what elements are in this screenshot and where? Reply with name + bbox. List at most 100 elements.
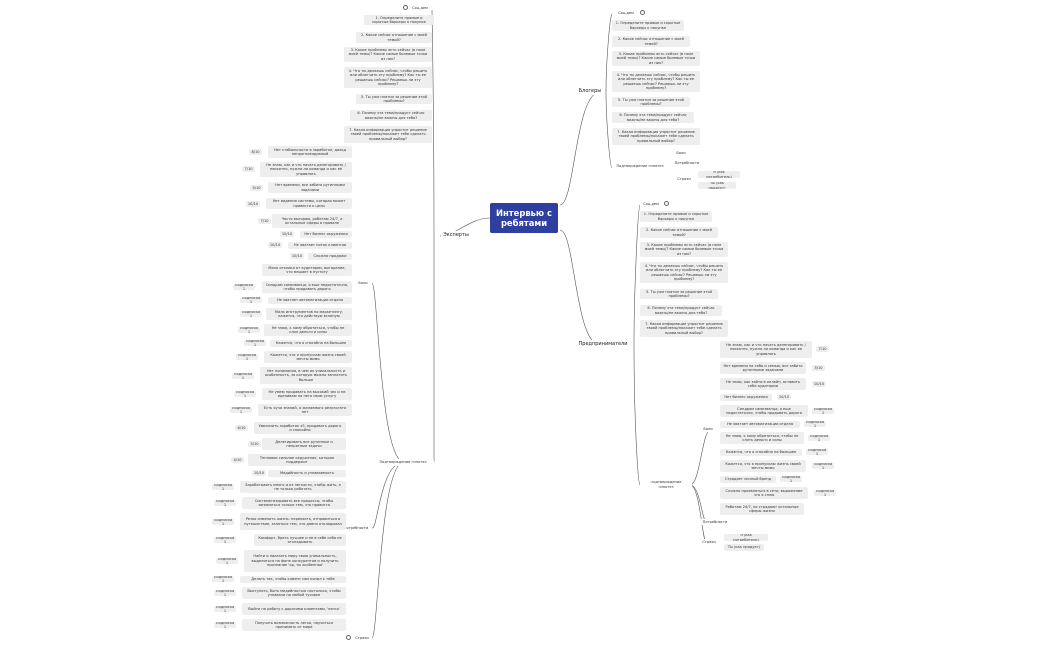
ent-pain-11[interactable]: Сложно проявляться в сети, выражение что… — [720, 487, 808, 499]
expert-pain-11[interactable]: Не хватает автоматизации отдела — [268, 297, 352, 304]
ent-pain-8[interactable]: Кажется, что я способна на большее — [720, 449, 802, 456]
expert-need-6[interactable]: Систематизировать все процессы, чтобы за… — [242, 497, 346, 509]
bloggers-q7[interactable]: 7. Какая информация упростит решение тво… — [612, 128, 700, 145]
expert-need-4[interactable]: Медийность и узнаваемость — [268, 470, 346, 477]
expert-pain-6[interactable]: Нет бизнес окружения — [300, 231, 352, 238]
expert-need-10[interactable]: Делать так, чтобы клиент сам копил к теб… — [240, 576, 346, 583]
expert-pain-12[interactable]: Мало инструментов по маркетингу, кажется… — [266, 308, 352, 320]
collapse-toggle-icon[interactable] — [346, 635, 351, 640]
bloggers-soc-dem[interactable]: Соц.дем — [614, 10, 638, 16]
rating-tag: 10/10 — [290, 253, 304, 259]
ent-pain-2[interactable]: Нет времени на себя и семью, все забито … — [720, 362, 806, 374]
subscriber-tag: Подписка 1 — [234, 391, 256, 397]
expert-pain-18[interactable]: Есть куча знаний, а желаемого результата… — [258, 404, 352, 416]
rating-tag: 7/10 — [816, 346, 829, 352]
bloggers-q4[interactable]: 4. Что ты делаешь сейчас, чтобы решить и… — [612, 71, 700, 92]
ent-fear-2[interactable]: Ты (как продукт) — [724, 544, 764, 551]
expert-need-11[interactable]: Выступать, быть медийностью настолько, ч… — [242, 587, 346, 599]
ent-pain-9[interactable]: Кажется, что я пропускаю жизнь своей меч… — [720, 460, 806, 472]
ent-pain-4[interactable]: Нет бизнес окружения — [720, 394, 772, 401]
ent-q4[interactable]: 4. Что ты делаешь сейчас, чтобы решить и… — [640, 262, 728, 283]
bloggers-q2[interactable]: 2. Какое сейчас отношение с моей темой? — [612, 36, 690, 47]
expert-need-12[interactable]: Выйти на работу с дорогими клиентами, 'л… — [242, 603, 346, 615]
expert-pain-9[interactable]: Мало отклика от аудитории, выгорание, чт… — [262, 264, 352, 276]
entrepreneurs-soc-dem[interactable]: Соц.дем — [640, 201, 662, 207]
ent-pain-1[interactable]: Не знаю, как и что начать делегировать /… — [720, 341, 812, 358]
expert-need-3[interactable]: Тепловое сильное окружение, которое подд… — [248, 454, 346, 466]
expert-pain-4[interactable]: Нет видения системы, которая может приве… — [266, 198, 352, 209]
ent-pain-10[interactable]: Страдает личный бренд — [720, 476, 776, 483]
ent-q2[interactable]: 2. Какое сейчас отношение с моей темой? — [640, 227, 718, 238]
expert-pain-17[interactable]: Не умею продавать на высокий чек и не оц… — [262, 388, 352, 400]
expert-pain-1[interactable]: Нет стабильности в заработке, доход непр… — [268, 146, 352, 158]
ent-q6[interactable]: 6. Почему эта тема/продукт сейчас важны/… — [640, 305, 722, 316]
experts-q3[interactable]: 3. Какие проблемы есть сейчас (в поле мо… — [344, 47, 432, 62]
ent-hypotheses[interactable]: Подтверждение гипотез — [640, 481, 692, 488]
experts-fears[interactable]: Страхи — [352, 635, 372, 641]
experts-q6[interactable]: 6. Почему эта тема/продукт сейчас важны/… — [350, 110, 432, 121]
rating-tag: 8/10 — [249, 149, 262, 155]
ent-fear-1[interactable]: Я (как потребитель) — [724, 534, 768, 541]
ent-q1[interactable]: 1. Определите прямые и скрытые барьеры к… — [640, 211, 712, 222]
collapse-toggle-icon[interactable] — [403, 5, 408, 10]
expert-pain-3[interactable]: Нет времени, все забито рутинными задача… — [268, 182, 352, 193]
branch-bloggers[interactable]: Блогеры — [576, 87, 604, 95]
bloggers-q1[interactable]: 1. Определите прямые и скрытые барьеры к… — [612, 20, 684, 31]
expert-need-8[interactable]: Комфорт, брать лучшее и не в себе себя н… — [254, 534, 346, 546]
ent-q7[interactable]: 7. Какая информация упростит решение тво… — [640, 320, 728, 337]
ent-pain-12[interactable]: Работаю 24/7, но страдают остальные сфер… — [720, 503, 804, 515]
expert-pain-13[interactable]: Не знаю, к кому обратиться, чтобы не сли… — [264, 324, 352, 336]
subscriber-tag: Подписка 1 — [812, 408, 834, 414]
expert-need-13[interactable]: Получить возможность легко, научиться пр… — [242, 619, 346, 631]
ent-fears[interactable]: Страхи — [700, 539, 718, 545]
bloggers-pains[interactable]: Боли — [672, 150, 690, 156]
collapse-toggle-icon[interactable] — [640, 10, 645, 15]
bloggers-hypotheses[interactable]: Подтверждение гипотез — [612, 163, 668, 170]
collapse-toggle-icon[interactable] — [664, 201, 669, 206]
expert-need-2[interactable]: Делегировать все рутинные и непрятные за… — [262, 438, 346, 450]
ent-pain-7[interactable]: Не знаю, к кому обратиться, чтобы не сли… — [720, 432, 804, 444]
experts-q5[interactable]: 5. Ты уже платил за решение этой проблем… — [356, 94, 432, 104]
experts-hypotheses[interactable]: Подтверждение гипотез — [372, 459, 434, 466]
experts-pains[interactable]: Боли — [355, 280, 371, 286]
experts-q4[interactable]: 4. Что ты делаешь сейчас, чтобы решить и… — [344, 67, 432, 88]
experts-q2[interactable]: 2. Какое сейчас отношение с моей темой? — [356, 32, 432, 43]
experts-q1[interactable]: 1. Определите прямые и скрытые барьеры к… — [364, 15, 434, 25]
expert-pain-10[interactable]: Синдром самозванца, я еще недостаточно, … — [262, 281, 352, 293]
expert-need-9[interactable]: Найти и показать миру свою уникальность,… — [244, 550, 346, 572]
experts-needs[interactable]: Потребности — [342, 525, 370, 531]
bloggers-q6[interactable]: 6. Почему эта тема/продукт сейчас важны/… — [612, 112, 694, 123]
ent-pain-6[interactable]: Не хватает автоматизации отдела — [720, 421, 800, 428]
bloggers-fear-1[interactable]: Я (как потребитель) — [698, 171, 740, 178]
expert-pain-2[interactable]: Не знаю, как и что начать делегировать /… — [260, 162, 352, 177]
branch-experts[interactable]: Эксперты — [441, 231, 471, 239]
subscriber-tag: Подписка 1 — [233, 284, 255, 290]
expert-need-7[interactable]: Резко изменить жизнь: переехать, отправи… — [240, 513, 346, 530]
ent-q5[interactable]: 5. Ты уже платил за решение этой проблем… — [640, 289, 718, 299]
expert-pain-16[interactable]: Нет понимания, в чем их уникальность и о… — [260, 367, 352, 384]
branch-entrepreneurs[interactable]: Предприниматели — [574, 340, 632, 348]
bloggers-fears[interactable]: Страхи — [674, 176, 694, 182]
expert-pain-14[interactable]: Кажется, что я способна на большее — [270, 340, 352, 347]
bloggers-q5[interactable]: 5. Ты уже платил за решение этой проблем… — [612, 97, 690, 107]
rating-tag: 5/10 — [248, 441, 261, 447]
rating-tag: 7/10 — [258, 218, 271, 224]
expert-need-1[interactable]: Увеличить заработок х5, продавать дорого… — [254, 422, 346, 434]
ent-pain-5[interactable]: Синдром самозванца, я еще недостаточно, … — [720, 405, 808, 417]
experts-soc-dem[interactable]: Соц.дем — [408, 5, 432, 11]
expert-pain-7[interactable]: Не хватает поток клиентов — [288, 242, 352, 249]
rating-tag: 5/10 — [250, 185, 263, 191]
central-topic[interactable]: Интервью с ребятами — [490, 203, 558, 233]
experts-q7[interactable]: 7. Какая информация упростит решение тво… — [344, 126, 432, 143]
expert-need-5[interactable]: Зарабатывать много и из легкости, чтобы … — [240, 481, 346, 493]
expert-pain-8[interactable]: Сложно продажи — [308, 253, 352, 260]
ent-needs[interactable]: Потребности — [700, 519, 730, 525]
ent-pains[interactable]: Боли — [700, 426, 716, 432]
bloggers-needs[interactable]: Потребности — [672, 160, 702, 166]
expert-pain-5[interactable]: Часто выгораю, работаю 24/7, а остальные… — [272, 214, 352, 228]
expert-pain-15[interactable]: Кажется, что я пропускаю жизнь своей меч… — [264, 351, 352, 363]
ent-pain-3[interactable]: Не знаю, как зайти в онлайн, оставить се… — [720, 378, 806, 390]
ent-q3[interactable]: 3. Какие проблемы есть сейчас (в поле мо… — [640, 242, 728, 257]
bloggers-q3[interactable]: 3. Какие проблемы есть сейчас (в поле мо… — [612, 51, 700, 66]
bloggers-fear-2[interactable]: Ты (как продукт) — [698, 182, 736, 189]
